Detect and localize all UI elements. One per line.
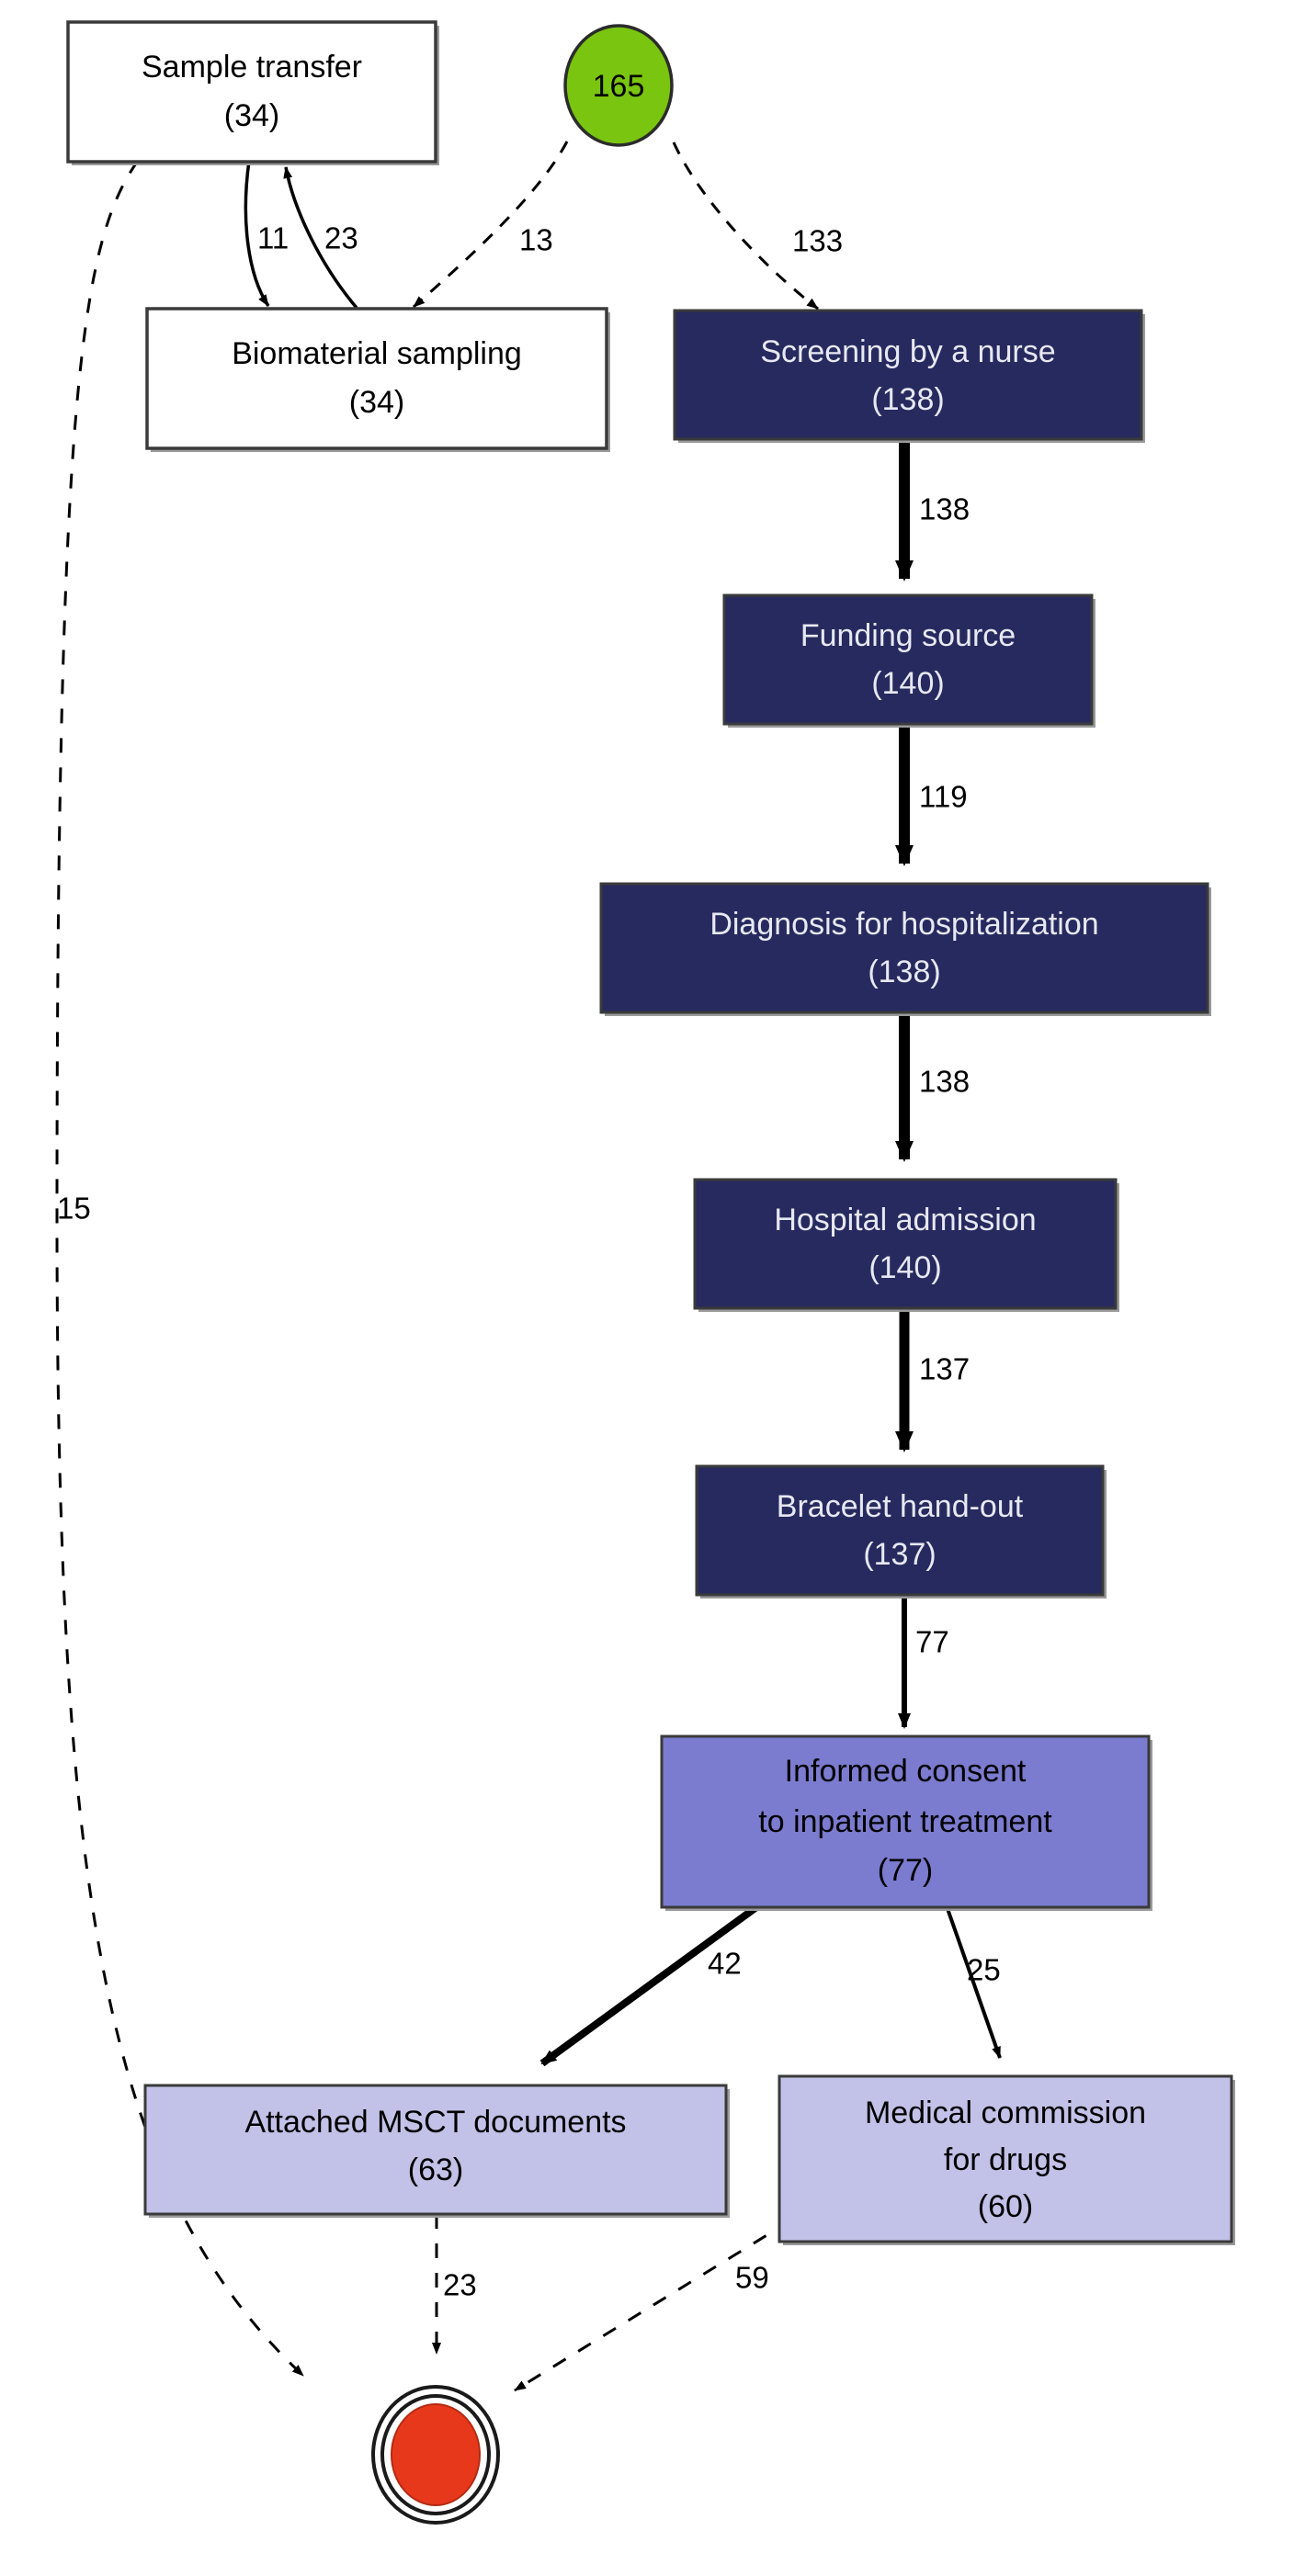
- node-count-sample-transfer: (34): [224, 98, 279, 133]
- node-label-screening-by-a-nurse: Screening by a nurse: [760, 334, 1055, 369]
- edge-label-consent-commission: 25: [967, 1953, 1001, 1987]
- node-count-screening-by-a-nurse: (138): [871, 382, 944, 417]
- node-sample-transfer[interactable]: Sample transfer (34): [66, 20, 439, 165]
- node-count-medical-commission: (60): [978, 2189, 1033, 2224]
- edge-start-to-biomaterial[interactable]: 13: [413, 141, 569, 309]
- node-label-attached-msct-documents: Attached MSCT documents: [244, 2105, 626, 2140]
- edge-commission-to-end[interactable]: 59: [514, 2203, 817, 2392]
- node-attached-msct-documents[interactable]: Attached MSCT documents (63): [143, 2084, 730, 2218]
- node-biomaterial-sampling[interactable]: Biomaterial sampling (34): [145, 307, 610, 452]
- node-count-hospital-admission: (140): [868, 1250, 941, 1285]
- edge-label-sample-biomaterial: 11: [257, 221, 289, 255]
- node-label-funding-source: Funding source: [800, 618, 1016, 653]
- node-label-diagnosis-for-hospitalization: Diagnosis for hospitalization: [709, 907, 1098, 942]
- node-count-funding-source: (140): [871, 666, 944, 701]
- node-label2-medical-commission: for drugs: [944, 2142, 1067, 2177]
- node-count-informed-consent: (77): [878, 1853, 933, 1888]
- node-diagnosis-for-hospitalization[interactable]: Diagnosis for hospitalization (138): [599, 882, 1211, 1016]
- node-hospital-admission[interactable]: Hospital admission (140): [693, 1178, 1119, 1312]
- edge-sample-to-biomaterial[interactable]: 11: [244, 160, 289, 307]
- edge-label-sample-end: 15: [57, 1192, 91, 1226]
- edge-start-to-screening[interactable]: 133: [672, 141, 843, 311]
- edge-funding-to-diagnosis[interactable]: 119: [895, 726, 968, 866]
- edge-label-admission-bracelet: 137: [919, 1352, 970, 1386]
- end-node[interactable]: [371, 2385, 500, 2525]
- node-screening-by-a-nurse[interactable]: Screening by a nurse (138): [673, 309, 1145, 443]
- node-label-informed-consent: Informed consent: [785, 1754, 1027, 1789]
- edge-admission-to-bracelet[interactable]: 137: [895, 1307, 970, 1452]
- edge-label-consent-msct: 42: [708, 1947, 742, 1981]
- node-label-bracelet-hand-out: Bracelet hand-out: [777, 1489, 1024, 1524]
- edge-msct-to-end[interactable]: 23: [432, 2214, 477, 2355]
- node-label-hospital-admission: Hospital admission: [774, 1203, 1036, 1237]
- edges-layer: 133 13 11 23 15 138 119: [55, 141, 1002, 2392]
- edge-bracelet-to-consent[interactable]: 77: [898, 1596, 949, 1729]
- node-count-diagnosis-for-hospitalization: (138): [868, 955, 940, 989]
- start-node-label: 165: [593, 69, 645, 104]
- edge-label-commission-end: 59: [735, 2261, 769, 2295]
- node-medical-commission-for-drugs[interactable]: Medical commission for drugs (60): [778, 2074, 1235, 2245]
- node-funding-source[interactable]: Funding source (140): [722, 593, 1095, 728]
- edge-label-start-biomaterial: 13: [519, 223, 553, 257]
- edge-label-diagnosis-admission: 138: [919, 1065, 970, 1099]
- edge-biomaterial-to-sample[interactable]: 23: [283, 166, 358, 310]
- node-label-sample-transfer: Sample transfer: [142, 50, 362, 85]
- edge-screening-to-funding[interactable]: 138: [895, 437, 970, 582]
- edge-label-start-screening: 133: [792, 224, 843, 258]
- edge-label-msct-end: 23: [443, 2268, 477, 2302]
- node-count-bracelet-hand-out: (137): [863, 1537, 936, 1572]
- edge-label-biomaterial-sample: 23: [324, 221, 358, 255]
- start-node[interactable]: 165: [563, 24, 674, 147]
- nodes-layer: Sample transfer (34) Biomaterial samplin…: [66, 20, 1235, 2525]
- edge-consent-to-msct[interactable]: 42: [539, 1881, 789, 2067]
- node-label2-informed-consent: to inpatient treatment: [758, 1804, 1052, 1839]
- node-informed-consent[interactable]: Informed consent to inpatient treatment …: [660, 1734, 1152, 1911]
- edge-consent-to-commission[interactable]: 25: [937, 1884, 1002, 2059]
- node-bracelet-hand-out[interactable]: Bracelet hand-out (137): [695, 1464, 1107, 1599]
- edge-diagnosis-to-admission[interactable]: 138: [895, 1013, 970, 1162]
- edge-label-funding-diagnosis: 119: [919, 780, 968, 814]
- node-label-medical-commission: Medical commission: [865, 2096, 1146, 2130]
- edge-label-bracelet-consent: 77: [915, 1625, 949, 1659]
- node-count-biomaterial-sampling: (34): [349, 385, 404, 420]
- edge-sample-to-end[interactable]: 15: [55, 160, 305, 2378]
- node-label-biomaterial-sampling: Biomaterial sampling: [232, 336, 522, 371]
- node-count-attached-msct-documents: (63): [408, 2152, 463, 2187]
- edge-label-screening-funding: 138: [919, 492, 970, 526]
